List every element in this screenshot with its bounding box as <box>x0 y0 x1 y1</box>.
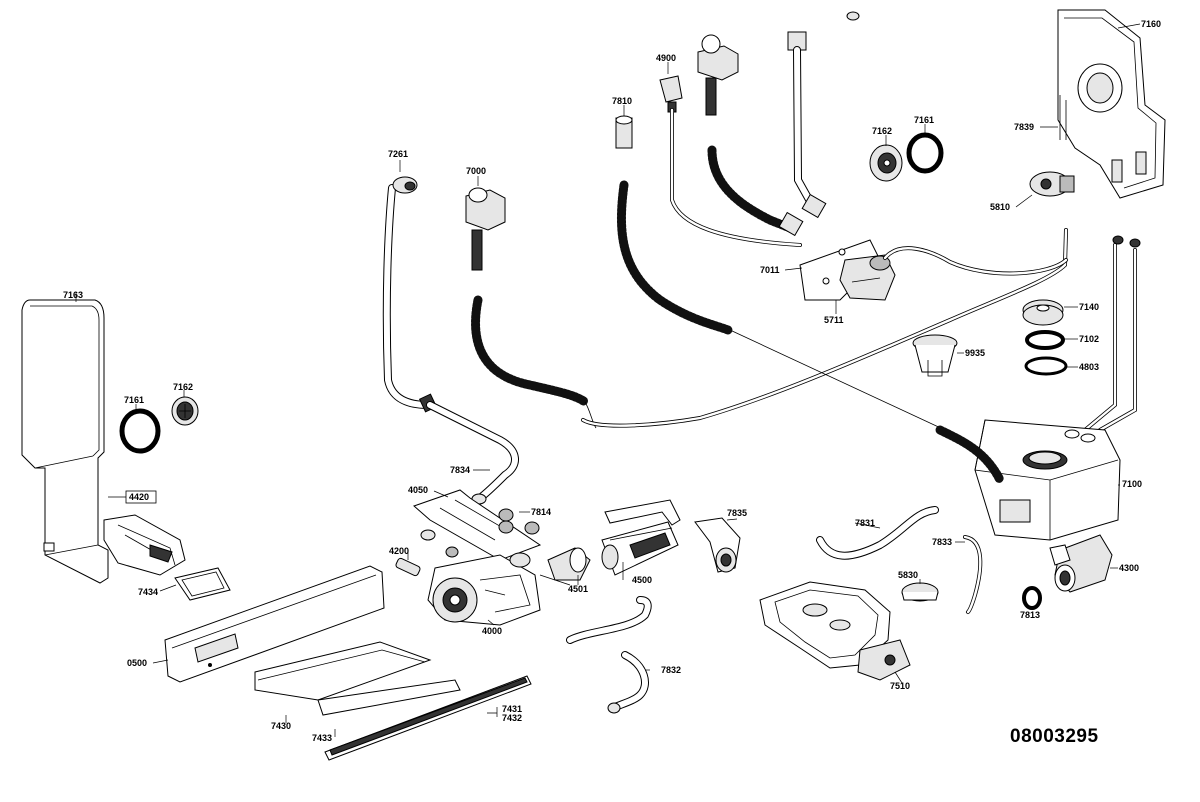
label-7161-left: 7161 <box>124 395 144 405</box>
label-7162-right: 7162 <box>872 126 892 136</box>
elbow-7835 <box>694 517 741 573</box>
label-7102: 7102 <box>1079 334 1099 344</box>
sump-7510 <box>759 581 911 681</box>
leader-lines <box>75 23 1141 737</box>
label-7011: 7011 <box>760 265 780 275</box>
door-panel-7163 <box>21 299 109 584</box>
label-9935: 9935 <box>965 348 985 358</box>
hose-7831 <box>816 506 939 560</box>
label-7100: 7100 <box>1122 479 1142 489</box>
label-7810: 7810 <box>612 96 632 106</box>
aquastop-top <box>697 34 804 237</box>
plinth-panel-0500 <box>164 565 385 683</box>
label-7162-left: 7162 <box>173 382 193 392</box>
solenoid-valve-5711 <box>839 246 1068 301</box>
flow-meter-5810 <box>1029 171 1075 197</box>
circulation-pump-4000 <box>427 552 571 626</box>
heater-hose-4501 <box>547 547 591 581</box>
label-7839: 7839 <box>1014 122 1034 132</box>
hose-7832 <box>566 596 652 714</box>
label-7835: 7835 <box>727 508 747 518</box>
heater-4500 <box>601 499 681 576</box>
label-7834: 7834 <box>450 465 470 475</box>
label-7160: 7160 <box>1141 19 1161 29</box>
sensor-4200 <box>395 557 421 577</box>
label-7430: 7430 <box>271 721 291 731</box>
door-seal-7161-left <box>119 408 161 454</box>
part-labels: 7163 7161 7162 4420 7434 7261 7000 7810 … <box>63 19 1161 743</box>
cover-7434 <box>174 567 231 601</box>
label-4300: 4300 <box>1119 563 1139 573</box>
label-7140: 7140 <box>1079 302 1099 312</box>
ring-7102 <box>1025 330 1065 350</box>
label-4500: 4500 <box>632 575 652 585</box>
dispenser-frame-7160 <box>1057 9 1166 199</box>
float-5830 <box>901 582 939 602</box>
document-number: 08003295 <box>1010 726 1099 747</box>
label-7510: 7510 <box>890 681 910 691</box>
hose-7834 <box>426 401 519 505</box>
connectors <box>1112 235 1141 248</box>
vent-7162-right <box>869 144 903 182</box>
label-7163: 7163 <box>63 290 83 300</box>
drain-tubes <box>581 228 1137 432</box>
vent-7162-left <box>171 396 199 426</box>
label-4501: 4501 <box>568 584 588 594</box>
inlet-valve-4900 <box>659 75 802 247</box>
tube-7833 <box>963 535 983 614</box>
label-4803: 4803 <box>1079 362 1099 372</box>
gasket-4803 <box>1024 356 1068 376</box>
cap-9935 <box>912 334 958 377</box>
label-5810: 5810 <box>990 202 1010 212</box>
rail-7433 <box>324 675 532 761</box>
label-4420: 4420 <box>129 492 149 502</box>
label-4000: 4000 <box>482 626 502 636</box>
base-plate-7430 <box>254 641 461 716</box>
label-7813: 7813 <box>1020 610 1040 620</box>
label-7832: 7832 <box>661 665 681 675</box>
braided-hose <box>787 11 860 219</box>
label-0500: 0500 <box>127 658 147 668</box>
label-4050: 4050 <box>408 485 428 495</box>
clamps-7814 <box>445 508 540 558</box>
label-7161-right: 7161 <box>914 115 934 125</box>
label-7431: 7431 <box>502 704 522 714</box>
label-7434-left: 7434 <box>138 587 158 597</box>
seal-7813 <box>1022 586 1042 610</box>
label-7432: 7432 <box>502 713 522 723</box>
label-7433: 7433 <box>312 733 332 743</box>
label-7833: 7833 <box>932 537 952 547</box>
label-5830: 5830 <box>898 570 918 580</box>
label-7814: 7814 <box>531 507 551 517</box>
label-7000: 7000 <box>466 166 486 176</box>
door-spring-4420 <box>103 514 186 576</box>
label-4900: 4900 <box>656 53 676 63</box>
label-7261: 7261 <box>388 149 408 159</box>
label-4200: 4200 <box>389 546 409 556</box>
aquastop-7000 <box>465 187 597 429</box>
drain-pump-4300 <box>1049 534 1113 593</box>
water-softener-7100 <box>935 419 1121 541</box>
seal-7161-right <box>906 132 944 174</box>
label-7831: 7831 <box>855 518 875 528</box>
label-4420-box: 4420 <box>125 490 157 504</box>
hose-7261 <box>382 176 438 413</box>
label-5711: 5711 <box>824 315 844 325</box>
nut-7140 <box>1022 299 1064 326</box>
